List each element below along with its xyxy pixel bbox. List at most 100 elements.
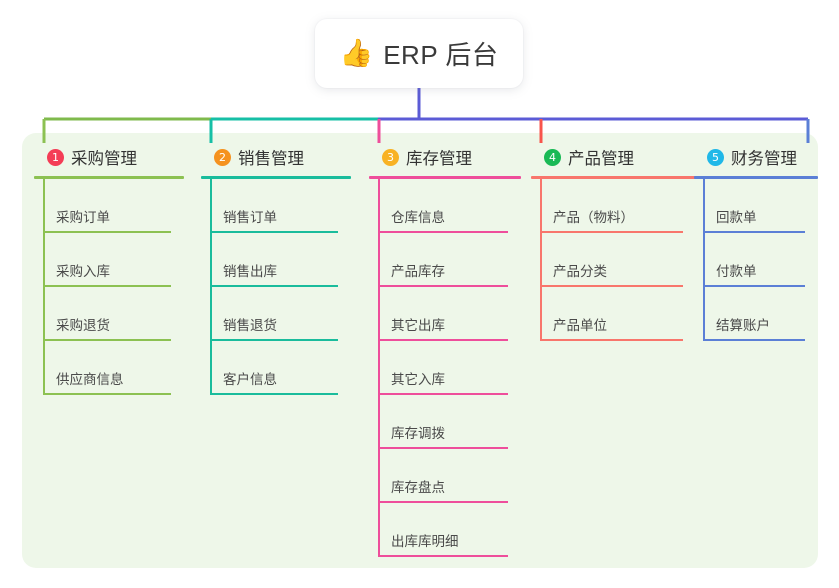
leaf-underline bbox=[703, 231, 805, 233]
column-1: 1 采购管理采购订单采购入库采购退货供应商信息 bbox=[34, 143, 184, 395]
column-4: 4 产品管理产品（物料） 产品分类产品单位 bbox=[531, 143, 696, 341]
leaf-spine bbox=[378, 287, 380, 341]
column-badge-1: 1 bbox=[47, 148, 64, 166]
leaf-node[interactable]: 库存盘点 bbox=[369, 449, 521, 503]
column-underline-5 bbox=[694, 176, 818, 179]
leaf-node[interactable]: 销售退货 bbox=[201, 287, 351, 341]
root-node-title: ERP 后台 bbox=[383, 40, 499, 70]
column-title-4: 产品管理 bbox=[568, 150, 634, 168]
leaf-node[interactable]: 采购退货 bbox=[34, 287, 184, 341]
leaf-label: 仓库信息 bbox=[391, 210, 445, 225]
leaf-spine bbox=[378, 503, 380, 557]
column-items-3: 仓库信息产品库存其它出库其它入库库存调拨库存盘点出库库明细 bbox=[369, 179, 521, 557]
leaf-label: 销售出库 bbox=[223, 264, 277, 279]
leaf-label: 产品分类 bbox=[553, 264, 607, 279]
leaf-label: 其它出库 bbox=[391, 318, 445, 333]
column-header-4[interactable]: 4 产品管理 bbox=[531, 143, 696, 171]
column-title-3: 库存管理 bbox=[406, 150, 472, 168]
column-badge-4: 4 bbox=[544, 148, 561, 166]
column-items-1: 采购订单采购入库采购退货供应商信息 bbox=[34, 179, 184, 395]
leaf-label: 结算账户 bbox=[716, 318, 770, 333]
leaf-label: 库存盘点 bbox=[391, 480, 445, 495]
leaf-underline bbox=[703, 285, 805, 287]
leaf-spine bbox=[43, 341, 45, 395]
leaf-label: 付款单 bbox=[716, 264, 757, 279]
leaf-label: 采购入库 bbox=[56, 264, 110, 279]
leaf-node[interactable]: 客户信息 bbox=[201, 341, 351, 395]
column-underline-1 bbox=[34, 176, 184, 179]
leaf-label: 产品（物料） bbox=[553, 210, 634, 225]
leaf-node[interactable]: 采购订单 bbox=[34, 179, 184, 233]
leaf-node[interactable]: 采购入库 bbox=[34, 233, 184, 287]
leaf-label: 库存调拨 bbox=[391, 426, 445, 441]
column-title-2: 销售管理 bbox=[238, 150, 304, 168]
column-items-5: 回款单付款单结算账户 bbox=[694, 179, 818, 341]
leaf-label: 回款单 bbox=[716, 210, 757, 225]
column-underline-4 bbox=[531, 176, 696, 179]
leaf-spine bbox=[703, 233, 705, 287]
column-header-3[interactable]: 3 库存管理 bbox=[369, 143, 521, 171]
leaf-underline bbox=[210, 285, 338, 287]
leaf-spine bbox=[210, 233, 212, 287]
column-header-1[interactable]: 1 采购管理 bbox=[34, 143, 184, 171]
leaf-underline bbox=[43, 285, 171, 287]
column-badge-2: 2 bbox=[214, 148, 231, 166]
column-3: 3 库存管理仓库信息产品库存其它出库其它入库库存调拨库存盘点出库库明细 bbox=[369, 143, 521, 557]
leaf-label: 销售订单 bbox=[223, 210, 277, 225]
leaf-node[interactable]: 产品分类 bbox=[531, 233, 696, 287]
leaf-spine bbox=[43, 179, 45, 233]
leaf-node[interactable]: 结算账户 bbox=[694, 287, 818, 341]
diagram-panel bbox=[22, 133, 818, 568]
leaf-node[interactable]: 仓库信息 bbox=[369, 179, 521, 233]
leaf-spine bbox=[540, 233, 542, 287]
leaf-node[interactable]: 产品（物料） bbox=[531, 179, 696, 233]
leaf-node[interactable]: 其它入库 bbox=[369, 341, 521, 395]
column-2: 2 销售管理销售订单销售出库销售退货客户信息 bbox=[201, 143, 351, 395]
leaf-underline bbox=[43, 393, 171, 395]
leaf-node[interactable]: 销售出库 bbox=[201, 233, 351, 287]
leaf-spine bbox=[43, 287, 45, 341]
leaf-node[interactable]: 付款单 bbox=[694, 233, 818, 287]
leaf-node[interactable]: 产品单位 bbox=[531, 287, 696, 341]
leaf-underline bbox=[378, 447, 508, 449]
leaf-node[interactable]: 其它出库 bbox=[369, 287, 521, 341]
column-title-1: 采购管理 bbox=[71, 150, 137, 168]
column-items-2: 销售订单销售出库销售退货客户信息 bbox=[201, 179, 351, 395]
thumbs-up-icon: 👍 bbox=[339, 38, 374, 68]
leaf-spine bbox=[378, 395, 380, 449]
leaf-spine bbox=[540, 287, 542, 341]
leaf-spine bbox=[378, 179, 380, 233]
leaf-label: 销售退货 bbox=[223, 318, 277, 333]
column-header-2[interactable]: 2 销售管理 bbox=[201, 143, 351, 171]
leaf-underline bbox=[378, 339, 508, 341]
leaf-spine bbox=[378, 341, 380, 395]
leaf-underline bbox=[210, 393, 338, 395]
leaf-label: 产品库存 bbox=[391, 264, 445, 279]
leaf-spine bbox=[210, 341, 212, 395]
root-node[interactable]: 👍 ERP 后台 bbox=[315, 19, 523, 88]
leaf-spine bbox=[540, 179, 542, 233]
leaf-underline bbox=[210, 339, 338, 341]
column-underline-2 bbox=[201, 176, 351, 179]
column-title-5: 财务管理 bbox=[731, 150, 797, 168]
leaf-underline bbox=[540, 339, 683, 341]
leaf-underline bbox=[703, 339, 805, 341]
leaf-node[interactable]: 销售订单 bbox=[201, 179, 351, 233]
leaf-node[interactable]: 回款单 bbox=[694, 179, 818, 233]
leaf-underline bbox=[378, 231, 508, 233]
leaf-node[interactable]: 库存调拨 bbox=[369, 395, 521, 449]
leaf-underline bbox=[540, 231, 683, 233]
leaf-node[interactable]: 出库库明细 bbox=[369, 503, 521, 557]
leaf-label: 采购退货 bbox=[56, 318, 110, 333]
leaf-label: 采购订单 bbox=[56, 210, 110, 225]
leaf-underline bbox=[378, 501, 508, 503]
leaf-node[interactable]: 产品库存 bbox=[369, 233, 521, 287]
leaf-spine bbox=[210, 179, 212, 233]
column-items-4: 产品（物料） 产品分类产品单位 bbox=[531, 179, 696, 341]
leaf-spine bbox=[703, 287, 705, 341]
leaf-node[interactable]: 供应商信息 bbox=[34, 341, 184, 395]
column-badge-3: 3 bbox=[382, 148, 399, 166]
